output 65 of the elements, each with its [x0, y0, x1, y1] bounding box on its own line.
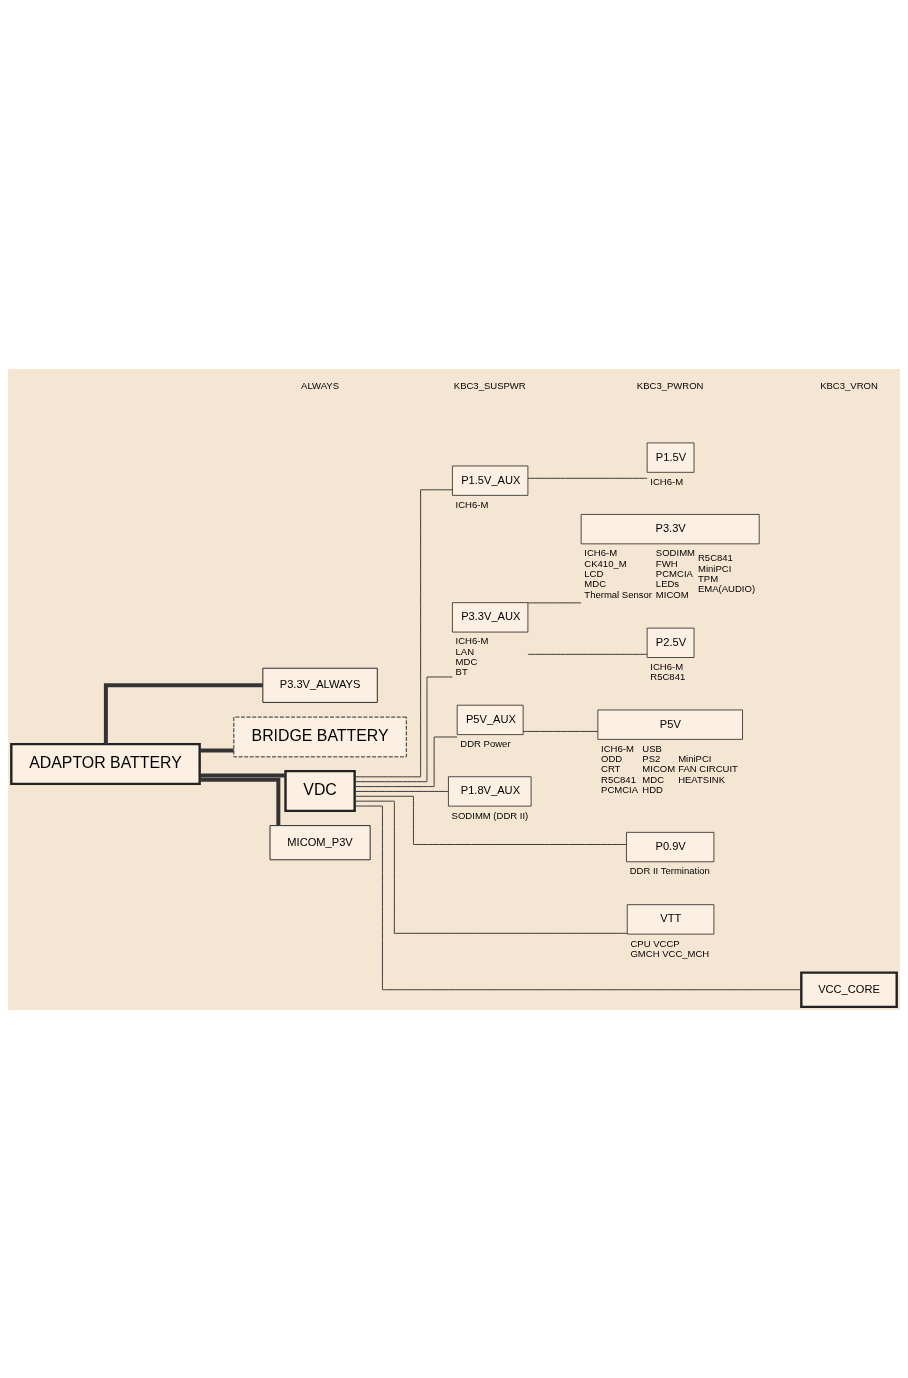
connector	[199, 748, 234, 752]
node-box: VCC_CORE	[800, 970, 898, 1008]
node-label: R5C841	[698, 551, 733, 563]
node-label: MDC	[455, 655, 478, 667]
node-box: ADAPTOR BATTERY	[10, 742, 201, 785]
label: KBC3_VRON	[820, 379, 878, 391]
connector	[354, 736, 458, 787]
node-label: LCD	[584, 567, 604, 579]
connector	[527, 601, 582, 603]
label: KBC3_PWRON	[636, 379, 704, 391]
node-label: MICOM	[642, 762, 676, 774]
node-label: Thermal Sensor	[584, 588, 653, 600]
node-label: MiniPCI	[698, 562, 732, 574]
node-label: ICH6-M	[455, 498, 489, 510]
label: ALWAYS	[301, 379, 340, 391]
node-label: R5C841	[601, 773, 636, 785]
connector	[527, 477, 648, 479]
connector	[354, 800, 628, 934]
node-label: MDC	[584, 577, 607, 589]
node-label: BT	[455, 665, 468, 677]
connector	[527, 653, 648, 655]
node-label: ICH6-M	[650, 475, 684, 487]
node-label: FWH	[655, 557, 678, 569]
connector	[522, 730, 599, 732]
node-label: R5C841	[650, 670, 686, 682]
node-label: MDC	[642, 773, 665, 785]
node-label: LAN	[455, 645, 475, 657]
node-label: PS2	[642, 752, 661, 764]
node-label: HDD	[642, 783, 663, 795]
connector	[199, 772, 286, 777]
connector	[354, 805, 802, 990]
node-label: ICH6-M	[601, 742, 634, 754]
node-label: SODIMM	[655, 546, 695, 558]
node-box: P3.3V_ALWAYS	[262, 667, 378, 703]
node-label: MICOM	[655, 588, 689, 600]
node-label: CRT	[601, 762, 621, 774]
connector	[354, 795, 627, 845]
connector	[354, 790, 449, 792]
node-label: USB	[642, 742, 662, 754]
connector	[199, 777, 281, 825]
node-label: GMCH VCC_MCH	[630, 947, 710, 959]
node-label: DDR Power	[460, 737, 511, 749]
node-label: DDR II Termination	[629, 864, 710, 876]
node-label: TPM	[698, 572, 719, 584]
connector	[354, 488, 453, 777]
node-label: PCMCIA	[655, 567, 693, 579]
node-label: LEDs	[655, 577, 680, 589]
connector	[103, 682, 263, 744]
node-label: ICH6-M	[455, 634, 489, 646]
node-box: MICOM_P3V	[269, 824, 371, 860]
node-label: ICH6-M	[584, 546, 618, 558]
node-label: CK410_M	[584, 557, 627, 569]
node-label: ODD	[601, 752, 623, 764]
node-label: SODIMM (DDR II)	[451, 809, 529, 821]
node-box: VDC	[284, 769, 356, 812]
node-label: FAN CIRCUIT	[678, 762, 738, 774]
connector	[354, 676, 453, 782]
node-label: HEATSINK	[678, 773, 726, 785]
node-label: MiniPCI	[678, 752, 712, 764]
node-box: BRIDGE BATTERY	[233, 716, 407, 757]
label: KBC3_SUSPWR	[453, 379, 526, 391]
node-label: EMA(AUDIO)	[698, 582, 756, 594]
node-label: ICH6-M	[650, 660, 684, 672]
node-label: CPU VCCP	[630, 937, 680, 948]
node-label: PCMCIA	[601, 783, 639, 795]
